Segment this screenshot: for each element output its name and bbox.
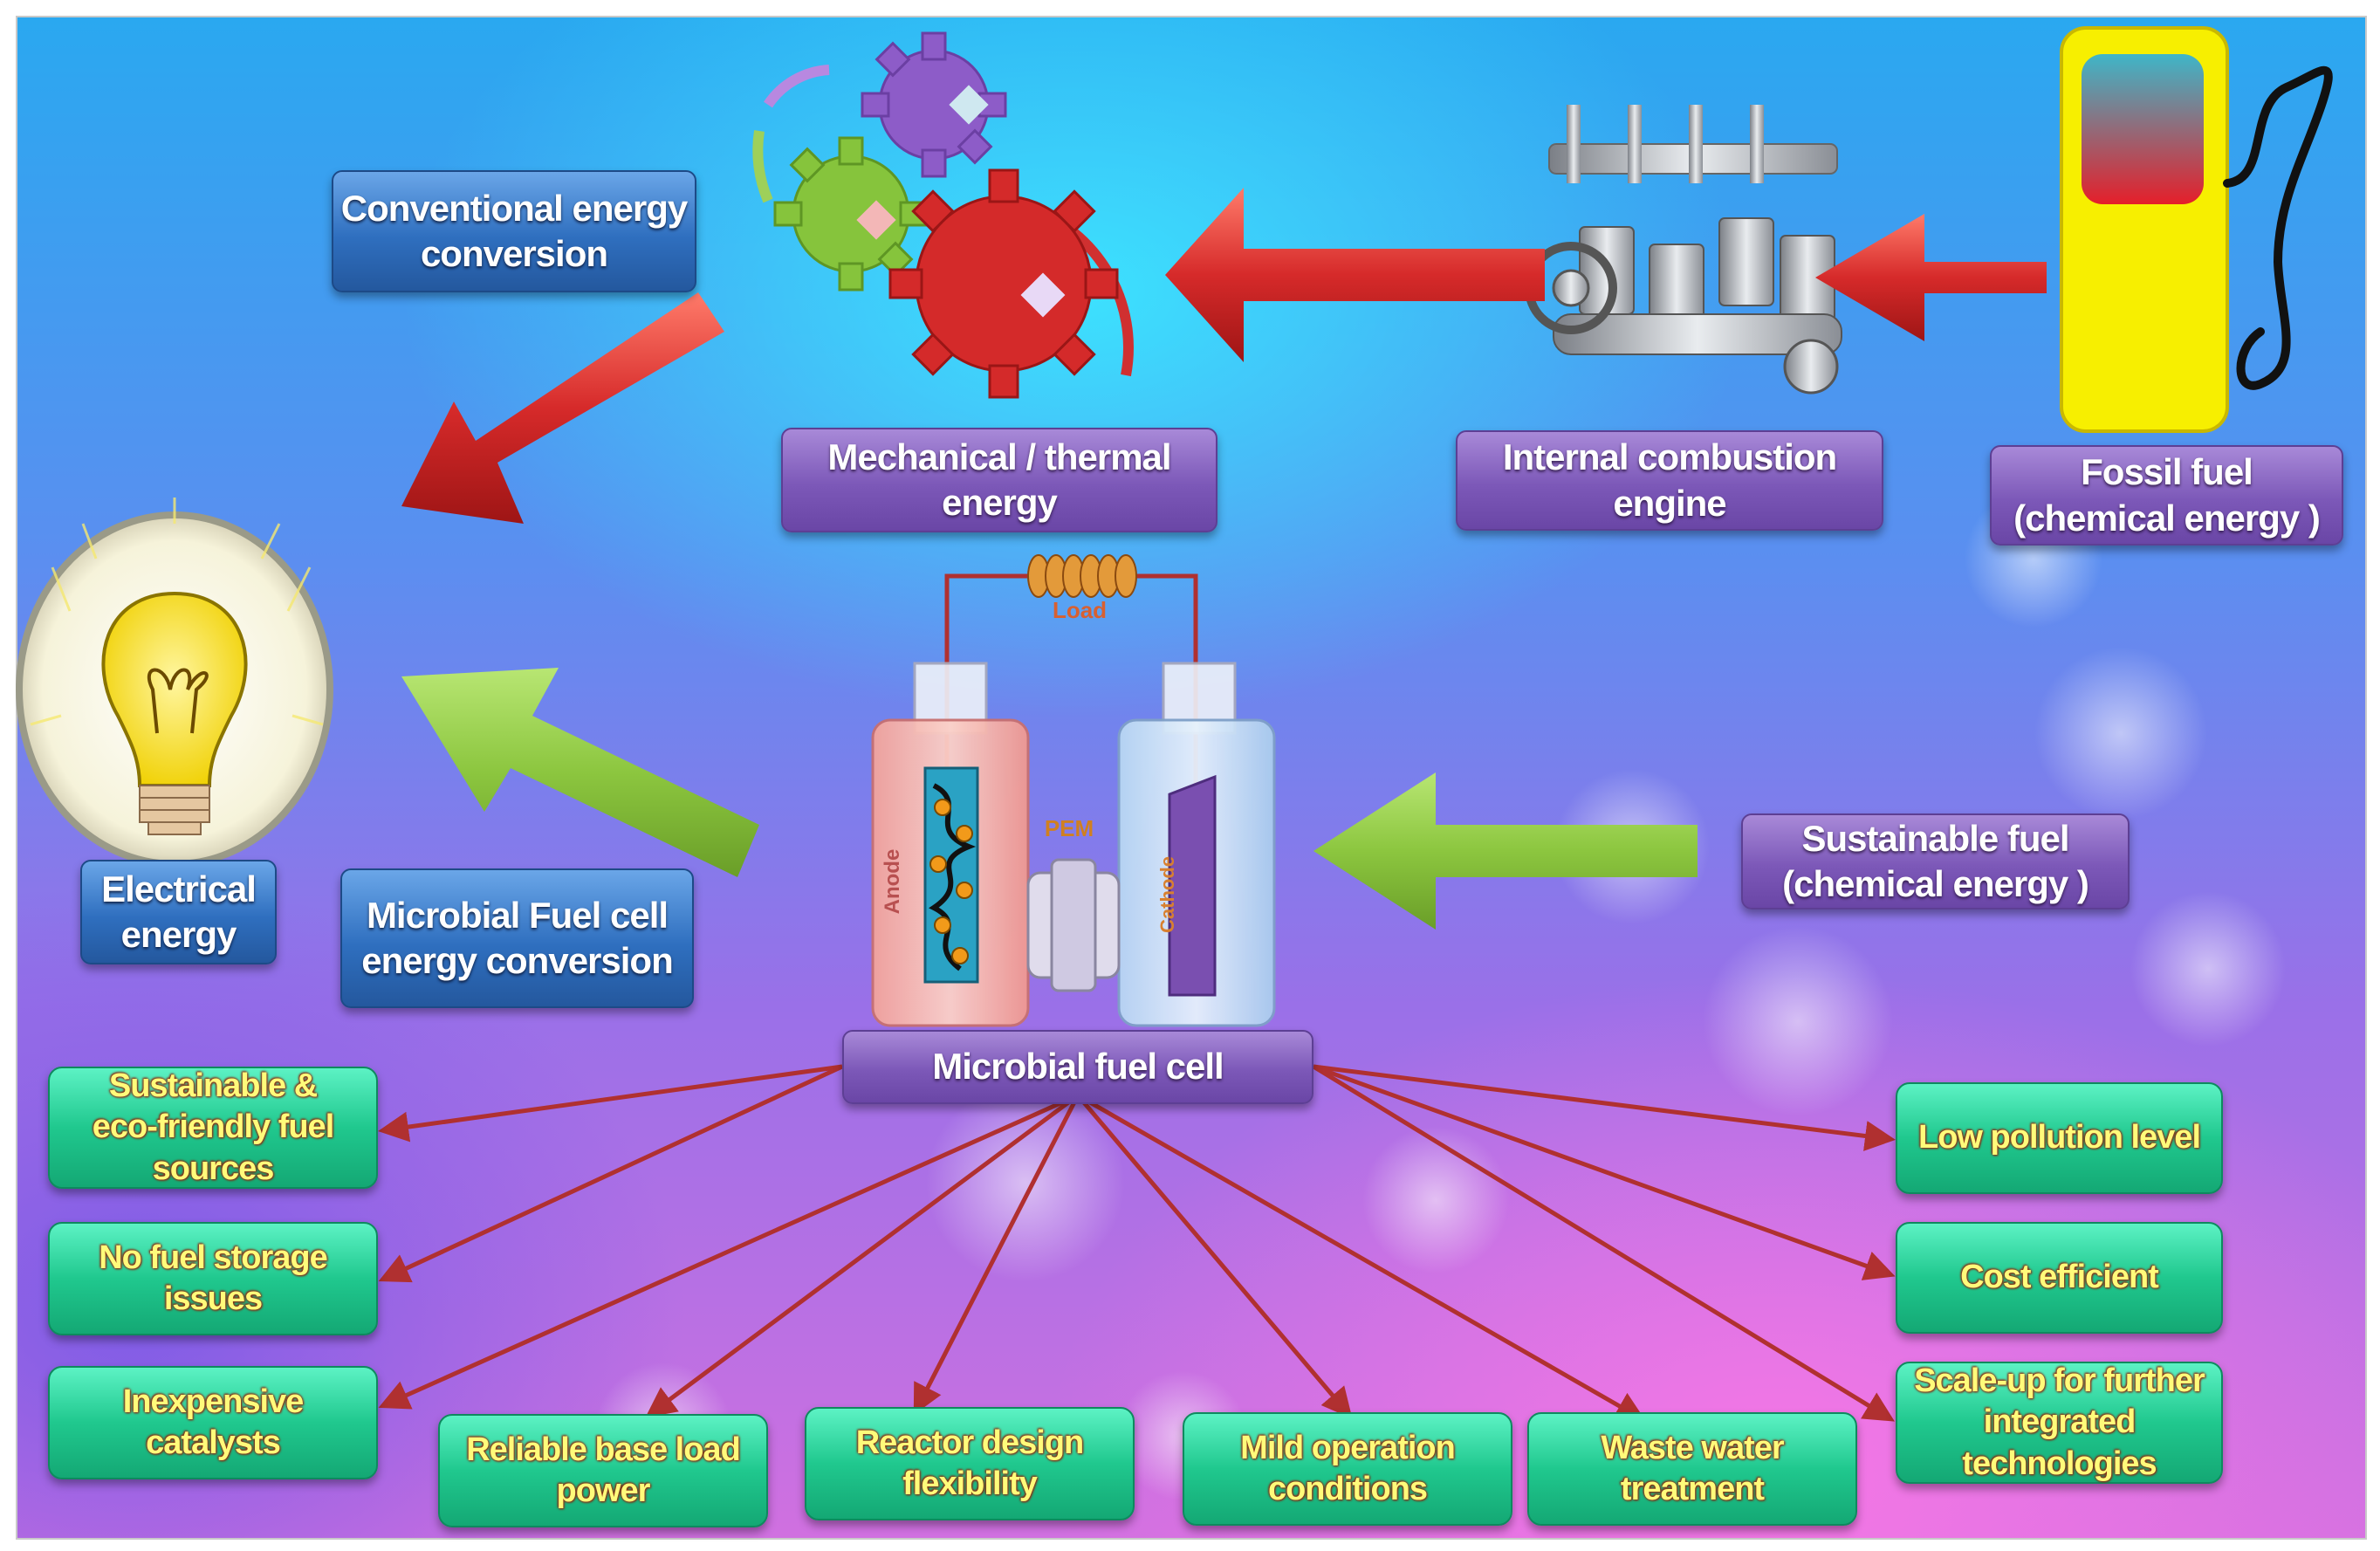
light-bulb-icon	[16, 498, 333, 868]
green-arrow-to-fuel-cell	[1313, 772, 1698, 930]
conventional-energy-conversion-box: Conventional energy conversion	[332, 170, 696, 292]
advantage-label: Reliable base load power	[466, 1431, 741, 1510]
red-arrow-to-electrical	[401, 292, 724, 524]
green-arrow-to-electrical	[401, 668, 759, 877]
fossil-fuel-label: Fossil fuel (chemical energy )	[2013, 451, 2321, 539]
fuel-cell-icon	[871, 554, 1276, 1027]
advantage-label: Low pollution level	[1918, 1119, 2201, 1156]
electrical-energy-box: Electrical energy	[80, 860, 277, 964]
advantage-label: Scale-up for further integrated technolo…	[1914, 1362, 2205, 1482]
sustainable-fuel-box: Sustainable fuel (chemical energy )	[1741, 813, 2130, 909]
mfc-energy-conversion-label: Microbial Fuel cell energy conversion	[361, 894, 673, 982]
mechanical-thermal-energy-label: Mechanical / thermal energy	[827, 436, 1171, 524]
internal-combustion-engine-box: Internal combustion engine	[1456, 430, 1883, 531]
anode-label: Anode	[881, 849, 904, 915]
advantage-cost-efficient: Cost efficient	[1896, 1222, 2223, 1334]
advantage-label: Waste water treatment	[1601, 1429, 1784, 1508]
advantage-label: Cost efficient	[1960, 1259, 2159, 1296]
microbial-fuel-cell-label: Microbial fuel cell	[932, 1046, 1224, 1088]
advantage-no-fuel-storage: No fuel storage issues	[48, 1222, 378, 1335]
engine-icon	[1525, 105, 1842, 395]
advantage-low-pollution: Low pollution level	[1896, 1082, 2223, 1194]
advantage-inexpensive-catalysts: Inexpensive catalysts	[48, 1366, 378, 1479]
advantage-label: Sustainable & eco-friendly fuel sources	[92, 1067, 334, 1187]
advantage-mild-operation: Mild operation conditions	[1183, 1412, 1512, 1526]
microbial-fuel-cell-box: Microbial fuel cell	[842, 1030, 1313, 1104]
gears-icon	[752, 31, 1134, 399]
internal-combustion-engine-label: Internal combustion engine	[1502, 436, 1837, 524]
conventional-energy-conversion-label: Conventional energy conversion	[340, 187, 688, 275]
advantage-sustainable-fuel-sources: Sustainable & eco-friendly fuel sources	[48, 1067, 378, 1189]
load-label: Load	[1053, 597, 1107, 623]
mechanical-thermal-energy-box: Mechanical / thermal energy	[781, 428, 1217, 532]
advantage-reliable-base-load: Reliable base load power	[438, 1414, 768, 1527]
advantage-label: No fuel storage issues	[99, 1239, 328, 1318]
sustainable-fuel-label: Sustainable fuel (chemical energy )	[1782, 817, 2089, 905]
red-arrow-fuel-to-engine	[1815, 214, 2047, 341]
electrical-energy-label: Electrical energy	[101, 868, 257, 956]
advantage-label: Reactor design flexibility	[855, 1424, 1085, 1503]
advantage-label: Mild operation conditions	[1240, 1429, 1456, 1508]
mfc-energy-conversion-box: Microbial Fuel cell energy conversion	[340, 868, 694, 1008]
cathode-label: Cathode	[1156, 856, 1178, 933]
red-arrow-engine-to-gears	[1165, 188, 1545, 362]
advantage-scale-up: Scale-up for further integrated technolo…	[1896, 1362, 2223, 1484]
pem-label: PEM	[1045, 815, 1094, 841]
fossil-fuel-box: Fossil fuel (chemical energy )	[1990, 445, 2343, 546]
advantage-reactor-design: Reactor design flexibility	[805, 1407, 1135, 1520]
advantage-label: Inexpensive catalysts	[122, 1383, 305, 1462]
fuel-pump-icon	[2060, 26, 2333, 433]
advantage-waste-water: Waste water treatment	[1527, 1412, 1857, 1526]
connector-arrows	[378, 1064, 1896, 1422]
